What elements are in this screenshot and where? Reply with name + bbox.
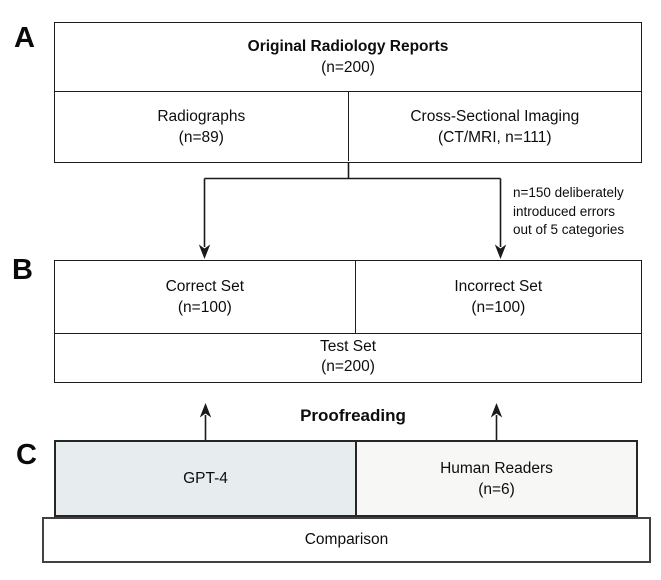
down-arrow-left-icon — [198, 244, 211, 259]
test-set-count: (n=200) — [321, 358, 375, 375]
original-reports-box: Original Radiology Reports (n=200) Radio… — [54, 22, 642, 163]
section-b-label: B — [12, 254, 33, 286]
test-set-box: Correct Set (n=100) Incorrect Set (n=100… — [54, 260, 642, 383]
stem-connector-line — [204, 162, 501, 180]
radiographs-cell: Radiographs (n=89) — [55, 92, 349, 161]
up-arrow-left-icon — [199, 403, 212, 418]
original-reports-header: Original Radiology Reports (n=200) — [55, 23, 641, 92]
error-annotation: n=150 deliberately introduced errors out… — [513, 184, 658, 240]
gpt4-box: GPT-4 — [54, 440, 357, 517]
comparison-box: Comparison — [42, 517, 651, 563]
up-arrow-right-icon — [490, 403, 503, 418]
human-readers-label: Human Readers — [440, 459, 553, 477]
section-a-label: A — [14, 22, 35, 54]
radiographs-label: Radiographs — [157, 107, 246, 125]
test-set-footer: Test Set (n=200) — [55, 334, 641, 380]
error-annotation-line2: introduced errors — [513, 203, 616, 219]
correct-set-label: Correct Set — [165, 278, 244, 295]
incorrect-set-count: (n=100) — [471, 299, 526, 316]
cross-sectional-cell: Cross-Sectional Imaging (CT/MRI, n=111) — [349, 92, 641, 161]
test-set-label: Test Set — [320, 338, 376, 355]
cross-sectional-label: Cross-Sectional Imaging — [410, 107, 580, 125]
original-reports-title: Original Radiology Reports — [247, 38, 449, 55]
correct-set-count: (n=100) — [177, 299, 232, 316]
section-c-label: C — [16, 439, 37, 471]
incorrect-set-label: Incorrect Set — [454, 278, 543, 295]
original-reports-count: (n=200) — [321, 59, 375, 76]
down-arrow-right-icon — [494, 244, 507, 259]
incorrect-set-cell: Incorrect Set (n=100) — [356, 261, 641, 333]
correct-set-cell: Correct Set (n=100) — [55, 261, 356, 333]
error-annotation-line3: out of 5 categories — [513, 222, 625, 237]
cross-sectional-count: (CT/MRI, n=111) — [438, 128, 552, 146]
human-readers-box: Human Readers (n=6) — [355, 440, 638, 517]
error-annotation-line1: n=150 deliberately — [513, 185, 624, 200]
proofreading-label: Proofreading — [300, 406, 406, 425]
comparison-label: Comparison — [304, 531, 389, 548]
human-readers-count: (n=6) — [478, 480, 515, 498]
gpt4-label: GPT-4 — [183, 469, 228, 487]
radiographs-count: (n=89) — [178, 128, 224, 146]
